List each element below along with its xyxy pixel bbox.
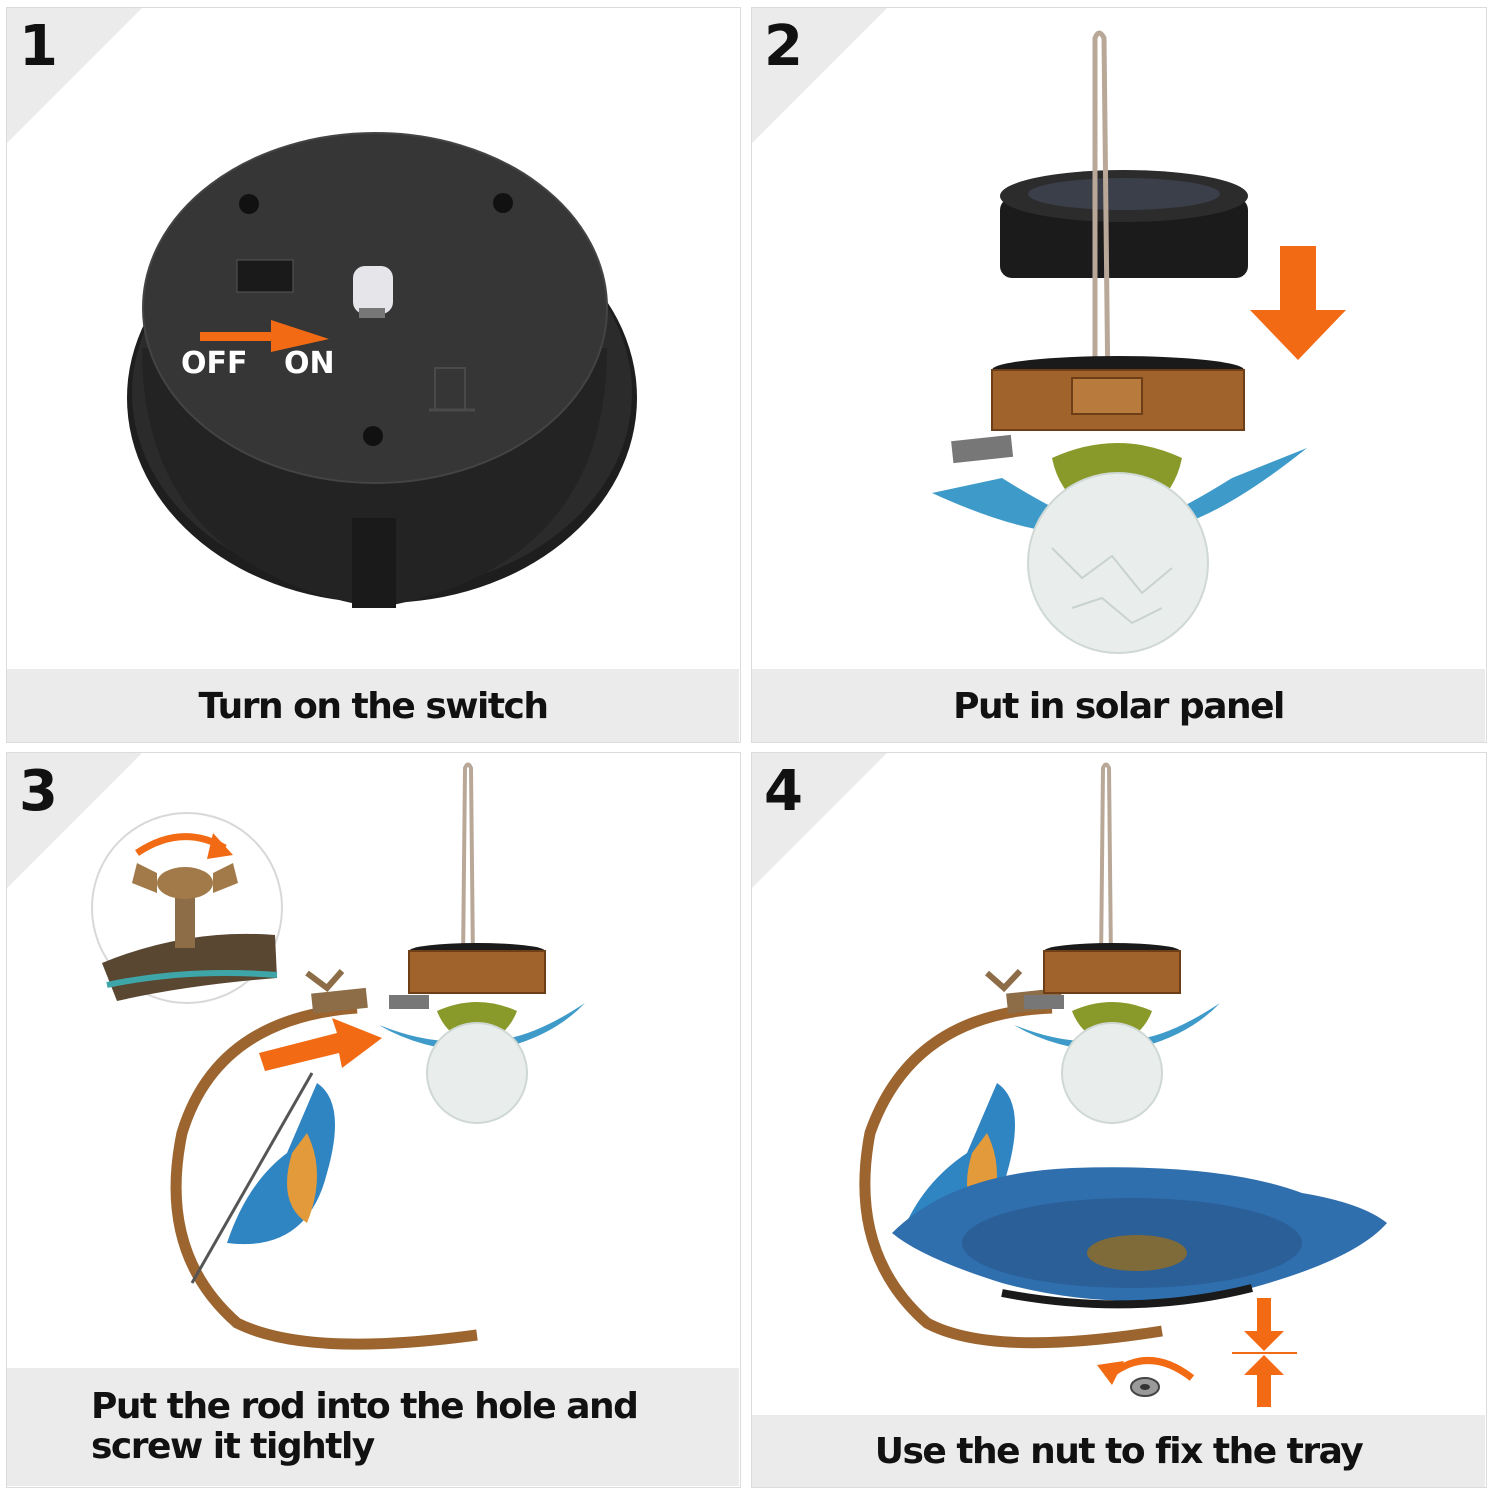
switch-base-illustration: OFF ON	[127, 132, 637, 608]
butterfly-stand	[170, 969, 478, 1350]
lamp	[1014, 762, 1220, 1124]
step-number: 3	[19, 759, 58, 824]
insert-arrow-icon	[259, 1018, 382, 1071]
step-2-caption: Put in solar panel	[752, 669, 1485, 742]
caption-text: Put in solar panel	[953, 685, 1285, 727]
step-number: 2	[764, 14, 803, 79]
solar-panel-illustration	[932, 30, 1346, 654]
off-label: OFF	[181, 346, 248, 381]
rod-assembly-illustration	[91, 762, 585, 1350]
lamp	[379, 762, 585, 1124]
glass-globe	[1027, 472, 1209, 654]
step-2-panel: 2	[751, 7, 1487, 743]
on-label: ON	[284, 346, 335, 381]
step-3-panel: 3	[6, 752, 741, 1488]
step-3-caption: Put the rod into the hole and screw it t…	[7, 1368, 739, 1486]
step-1-panel: 1 OFF ON Turn on the switch	[6, 7, 741, 743]
solar-panel	[1000, 170, 1248, 278]
switch-direction-arrow	[200, 320, 329, 352]
led-bulb	[353, 266, 393, 318]
tray-assembly-illustration	[859, 762, 1387, 1407]
compress-arrows-icon	[1232, 1298, 1297, 1407]
nut	[1130, 1377, 1160, 1397]
corner-decoration	[752, 753, 887, 888]
wing-nut-detail	[91, 812, 283, 1004]
bird-bath-tray	[892, 1167, 1387, 1309]
down-arrow-icon	[1250, 246, 1346, 360]
caption-text: Put the rod into the hole and screw it t…	[91, 1386, 639, 1467]
caption-text: Use the nut to fix the tray	[874, 1430, 1364, 1472]
corner-decoration	[752, 8, 887, 143]
step-number: 4	[764, 759, 803, 824]
step-1-caption: Turn on the switch	[7, 669, 739, 742]
step-4-caption: Use the nut to fix the tray	[752, 1415, 1485, 1487]
step-4-panel: 4	[751, 752, 1487, 1488]
lamp-housing	[991, 356, 1245, 431]
step-number: 1	[19, 14, 58, 79]
rotate-arrow-icon	[1097, 1357, 1195, 1385]
corner-decoration	[7, 8, 142, 143]
caption-text: Turn on the switch	[198, 685, 549, 727]
